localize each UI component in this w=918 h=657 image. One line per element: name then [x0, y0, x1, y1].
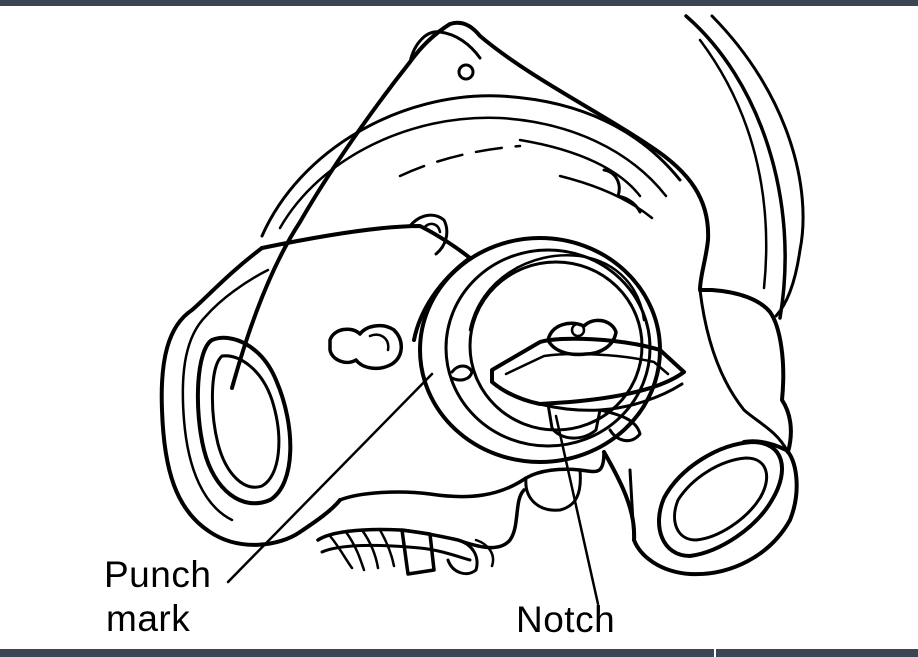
- notch-leader: [554, 414, 600, 606]
- right-flange-edge: [698, 288, 790, 454]
- case-outline-outer: [684, 14, 787, 320]
- wire-strand-3: [360, 528, 380, 570]
- shaft-key-plate: [490, 336, 686, 406]
- left-flange-inner: [181, 268, 270, 522]
- housing-ring-1: [260, 94, 682, 238]
- lower-tab: [524, 468, 582, 512]
- shaft-key-hole: [570, 322, 586, 338]
- right-flange-step: [628, 468, 636, 542]
- housing-dash-1: [398, 144, 522, 178]
- punch-mark-label-line1: Punch: [104, 554, 212, 595]
- notch-cutout: [546, 402, 602, 440]
- face-bolt-inner: [368, 333, 390, 352]
- shaft-key-center: [546, 318, 618, 357]
- front-plate-boss-inner: [422, 222, 442, 234]
- wire-connector: [400, 528, 436, 576]
- housing-ring-3: [518, 138, 642, 198]
- housing-dash-2: [558, 174, 654, 220]
- switch-body-outline: [230, 20, 793, 454]
- shaft-key-plate-inner: [504, 352, 670, 376]
- wire-strand-4: [378, 528, 396, 568]
- wire-harness-inner: [320, 543, 472, 562]
- lower-body-edge: [338, 450, 606, 502]
- housing-tab-right: [602, 168, 642, 214]
- punch-mark-label-line2: mark: [106, 598, 191, 639]
- inhibitor-switch-illustration: [159, 14, 805, 606]
- notch-label: Notch: [516, 599, 616, 640]
- front-plate-boss: [408, 213, 449, 256]
- shaft-lower-lobe: [598, 408, 642, 443]
- wire-strand-2: [344, 530, 366, 572]
- bottom-frame-bar: [0, 649, 918, 657]
- wire-boot: [446, 538, 479, 576]
- housing-ring-2: [278, 116, 668, 230]
- right-slot-inner: [673, 456, 769, 542]
- top-frame-bar: [0, 0, 918, 6]
- face-bolt: [328, 323, 403, 371]
- punch-mark-detail: [450, 364, 474, 382]
- left-slot-outer: [195, 335, 293, 506]
- right-slot-outer: [657, 440, 784, 558]
- case-outline-mid: [698, 38, 768, 290]
- front-plate: [260, 224, 472, 342]
- wire-strand-1: [328, 534, 354, 570]
- case-outline-inner: [710, 14, 805, 318]
- top-mounting-ear: [408, 30, 482, 64]
- top-ear-hole: [457, 63, 475, 81]
- bottom-bar-divider: [714, 649, 716, 657]
- punch-mark-leader: [226, 372, 434, 584]
- left-slot-inner: [210, 354, 281, 489]
- bore-ring-4: [468, 253, 646, 332]
- left-flange-outline: [159, 246, 342, 547]
- wire-boot-2: [474, 538, 495, 568]
